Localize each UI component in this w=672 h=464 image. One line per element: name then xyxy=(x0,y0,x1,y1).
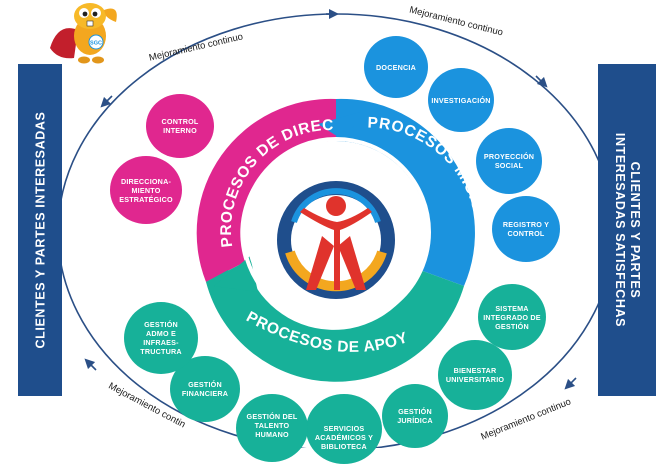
university-logo xyxy=(277,181,395,299)
loop-arrow-right-top xyxy=(535,75,548,88)
process-rings: PROCESOS DE DIRECCIÓN EVALUACIÓN PROCESO… xyxy=(196,98,475,382)
loop-arrow-left-top xyxy=(100,95,113,108)
loop-arrow-right-bottom xyxy=(564,377,577,390)
bubble-investigacion: INVESTIGACIÓN xyxy=(428,68,494,132)
mascot-badge-text: SGC xyxy=(90,41,102,47)
process-map-diagram: Mejoramiento continuo Mejoramiento conti… xyxy=(18,3,656,464)
clients-interested-parties-bar: CLIENTES Y PARTES INTERESADAS xyxy=(18,64,62,396)
loop-arrow-left-bottom xyxy=(84,358,97,371)
mascot-icon: SGC xyxy=(50,3,117,64)
clients-satisfied-bar: CLIENTES Y PARTES INTERESADAS SATISFECHA… xyxy=(598,64,656,396)
bubble-docencia: DOCENCIA xyxy=(364,36,428,98)
